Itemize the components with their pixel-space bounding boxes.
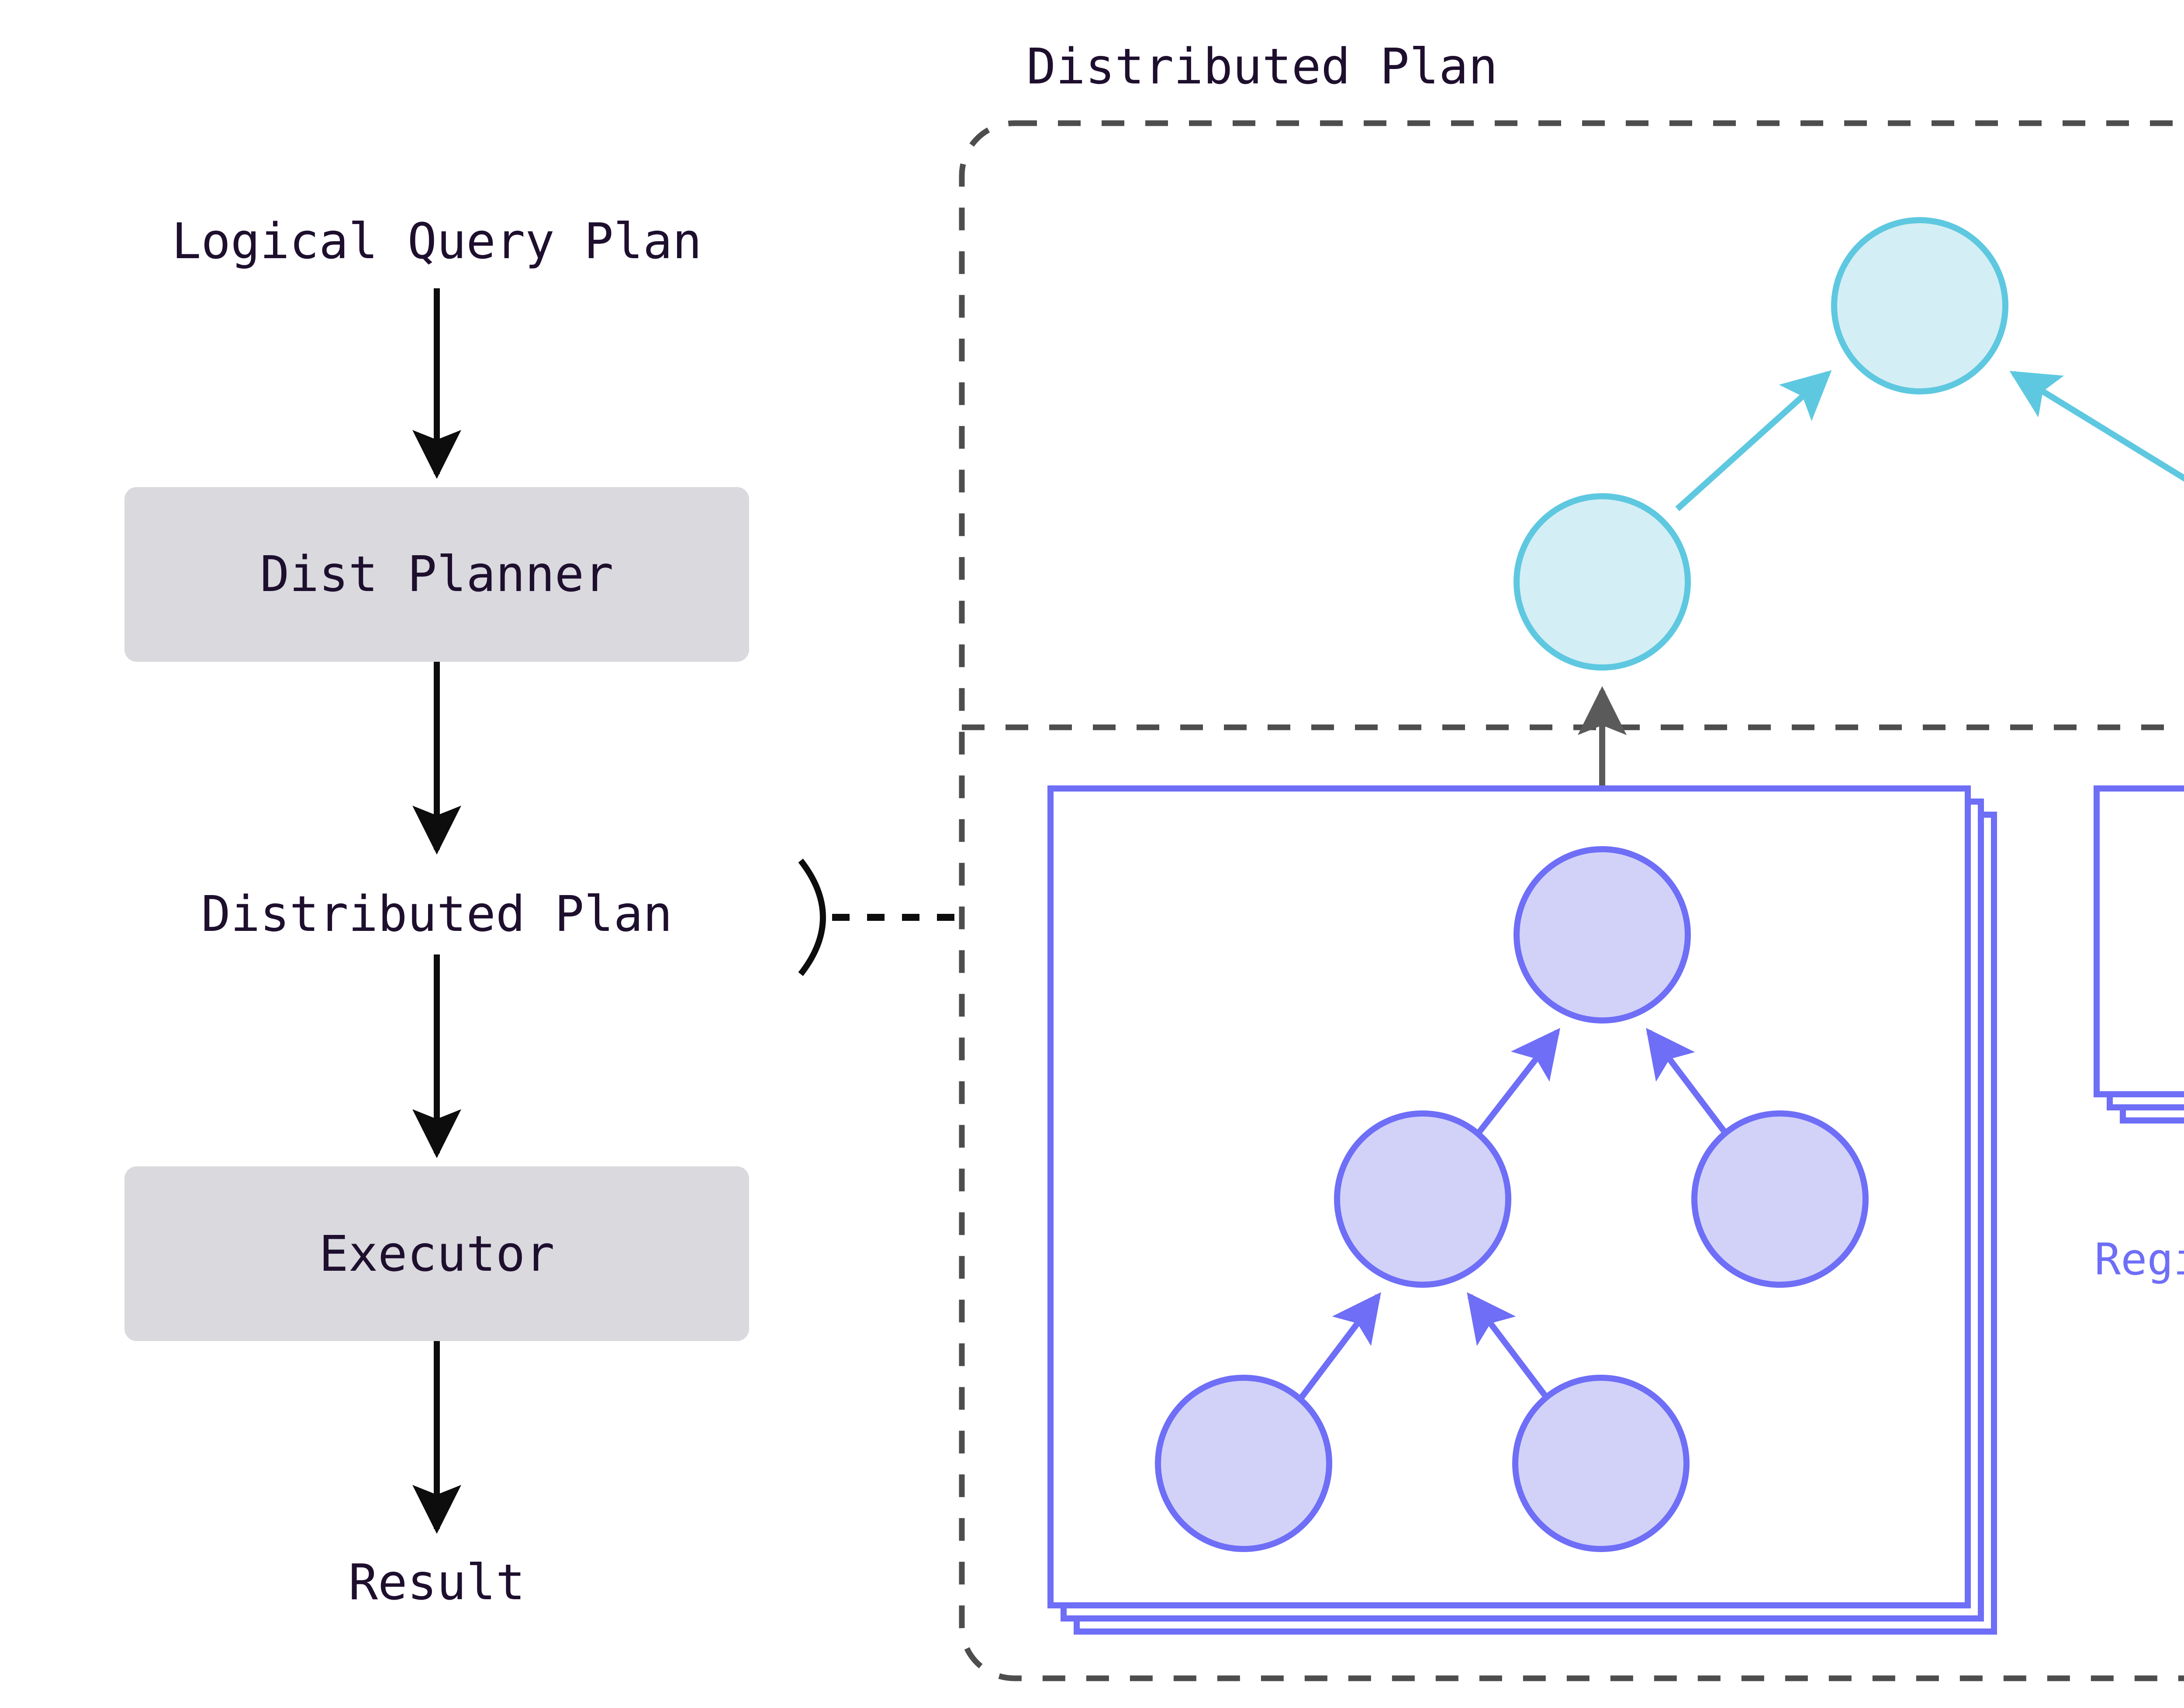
regions-label: Regions [2094,1234,2184,1285]
executor-label: Executor [319,1226,554,1283]
left-region-stack [1047,785,1997,1635]
datanode-node-leaf2[interactable] [1512,1375,1690,1552]
dist-planner-box[interactable] [124,487,749,662]
frontend-node-left[interactable] [1514,493,1691,671]
result-label: Result [349,1554,525,1611]
datanode-edge-right-to-root [1646,1028,1730,1138]
right-region-stack: Regions [2094,785,2184,1285]
datanode-node-right[interactable] [1691,1110,1869,1288]
distributed-plan-pipeline-label: Distributed Plan [201,886,673,943]
logical-query-plan-label: Logical Query Plan [172,213,702,270]
datanode-edge-leaf1-to-mid [1297,1292,1381,1402]
distributed-plan-border [959,120,2184,1681]
frontend-stage-tree [1514,217,2184,671]
datanode-node-leaf1[interactable] [1155,1375,1332,1552]
brace-icon [798,858,826,976]
frontend-edge-right-to-root [2009,371,2184,482]
frontend-node-root[interactable] [1831,217,2008,394]
pipeline-column: Logical Query Plan Dist Planner Distribu… [124,213,961,1611]
datanode-node-mid[interactable] [1334,1110,1511,1288]
executor-box[interactable] [124,1166,749,1341]
right-region-layer-1[interactable] [2094,785,2184,1097]
distributed-plan-container: Distributed Plan Frontend Stage Datanode… [959,38,2184,1681]
distributed-plan-title: Distributed Plan [1026,38,1498,95]
datanode-edge-mid-to-root [1474,1028,1560,1138]
frontend-edge-left-to-root [1675,370,1832,512]
dist-planner-label: Dist Planner [260,546,613,603]
datanode-node-root[interactable] [1514,846,1691,1023]
datanode-edge-leaf2-to-mid [1467,1292,1551,1402]
